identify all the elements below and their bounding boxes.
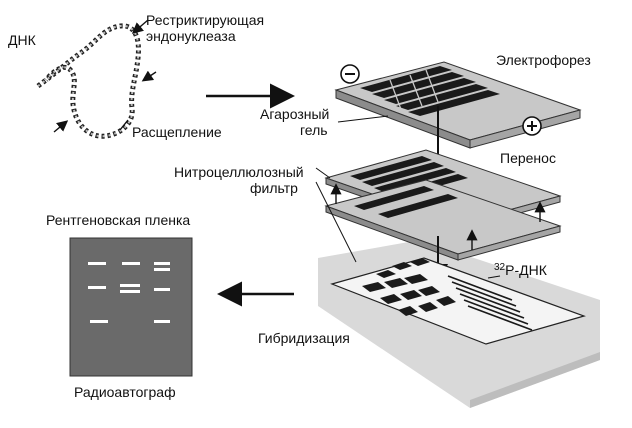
label-hybridization: Гибридизация [258,330,350,346]
label-agarose-gel-2: гель [300,122,328,138]
dna-loop [36,23,141,139]
label-dna: ДНК [8,32,36,48]
label-restriction-enzyme-2: эндонуклеаза [146,28,236,44]
label-cleavage: Расщепление [132,124,222,140]
cathode-sign [340,64,360,84]
label-xray-film: Рентгеновская пленка [46,212,191,228]
filter-label-leader [315,167,331,179]
gel-label-leader [337,115,389,123]
probe-label-leader [487,275,501,279]
enzyme-arrows [53,19,157,133]
label-restriction-enzyme-1: Рестриктирующая [146,12,265,28]
label-nitrocellulose-2: фильтр [250,180,298,196]
hybridization-filter [330,257,586,345]
label-electrophoresis: Электрофорез [496,52,591,68]
label-probe: 32P-ДНК [494,262,547,278]
filter-label-leader-2 [315,181,357,263]
label-agarose-gel-1: Агарозный [260,106,330,122]
label-transfer: Перенос [500,150,556,166]
anode-sign [522,116,542,136]
label-probe-text: P-ДНК [505,262,547,278]
label-probe-isotope: 32 [494,262,506,273]
agarose-gel [334,61,582,149]
xray-film [69,237,193,377]
transfer-stack [324,149,562,261]
label-autoradiograph: Радиоавтограф [74,384,176,400]
label-nitrocellulose-1: Нитроцеллюлозный [174,164,304,180]
